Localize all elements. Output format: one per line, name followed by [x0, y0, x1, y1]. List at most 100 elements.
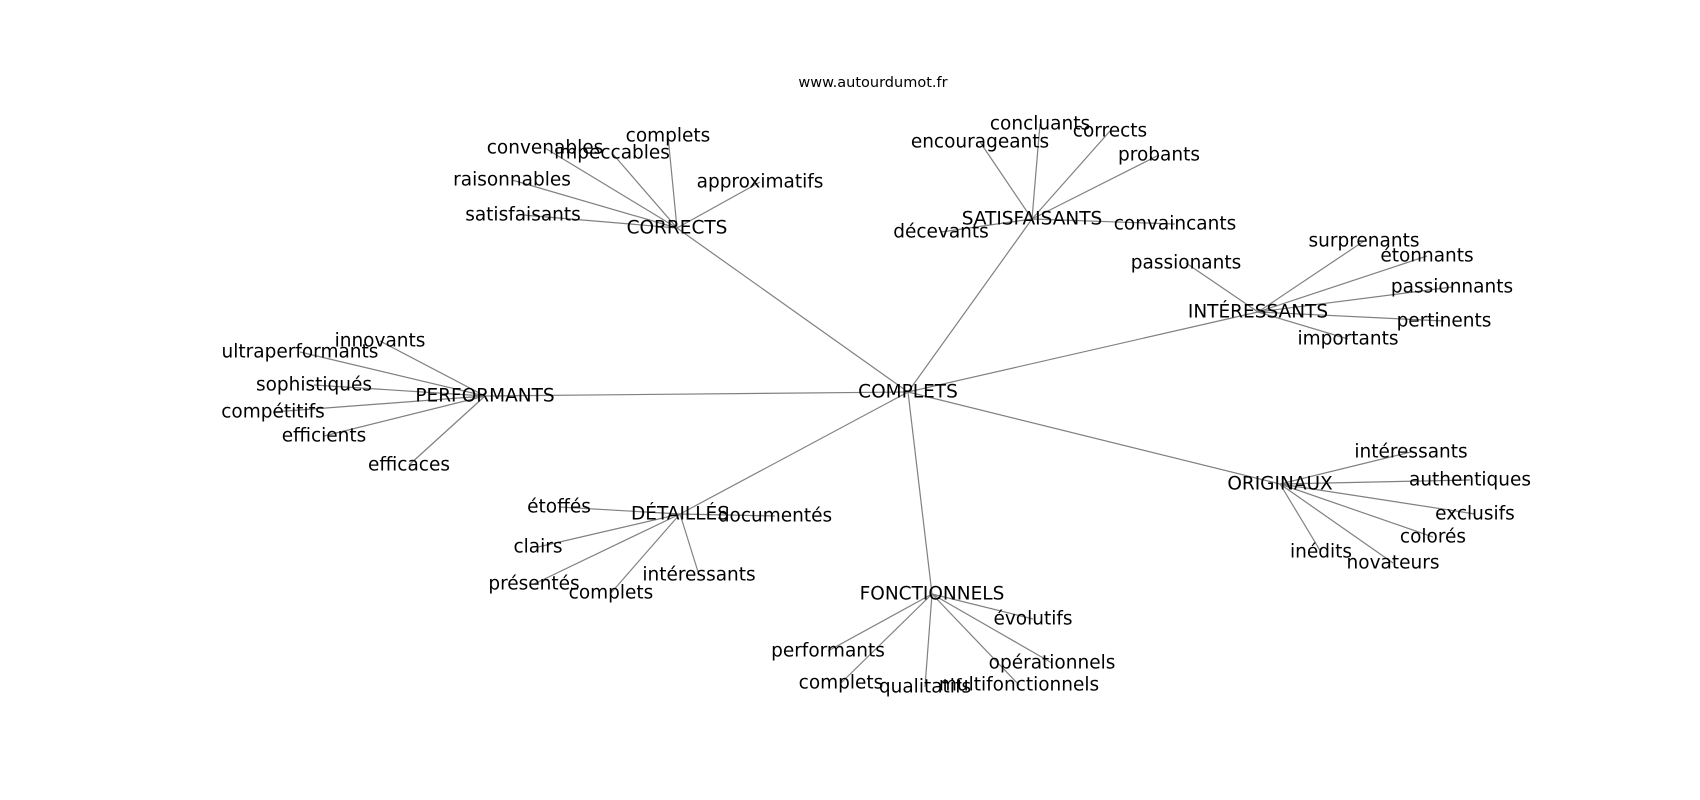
- edge-satisfaisants-corrects: [1031, 130, 1111, 220]
- hub-node-originaux: ORIGINAUX: [1227, 474, 1333, 495]
- edge-center-detailles: [679, 391, 909, 515]
- hub-node-interessants: INTÉRESSANTS: [1188, 301, 1328, 323]
- edge-originaux-exclusifs: [1279, 483, 1476, 515]
- graph-labels: COMPLETSCORRECTSconvenablesimpeccablesco…: [221, 114, 1531, 698]
- leaf-node-satisfaisants: satisfaisants: [465, 205, 581, 226]
- edge-detailles-interessants: [679, 513, 700, 576]
- leaf-node-ultraperformants: ultraperformants: [222, 342, 379, 363]
- edge-interessants-passionnants: [1257, 286, 1453, 313]
- edge-center-fonctionnels: [907, 391, 933, 595]
- hub-node-performants: PERFORMANTS: [415, 386, 554, 407]
- leaf-node-inedits: inédits: [1290, 542, 1352, 563]
- edge-center-originaux: [907, 391, 1281, 485]
- leaf-node-decevants: décevants: [893, 222, 989, 243]
- leaf-node-performants: performants: [771, 641, 885, 662]
- graph-edges: [272, 123, 1476, 688]
- leaf-node-efficients: efficients: [282, 426, 367, 447]
- leaf-node-convenables: convenables: [487, 138, 604, 159]
- leaf-node-passionants: passionants: [1131, 253, 1242, 274]
- edge-detailles-documentes: [679, 513, 776, 517]
- edge-originaux-authentiques: [1279, 479, 1471, 485]
- edge-interessants-etonnants: [1257, 255, 1428, 313]
- leaf-node-evolutifs: évolutifs: [993, 609, 1072, 630]
- edge-fonctionnels-performants: [827, 593, 933, 652]
- leaf-node-passionnants: passionnants: [1391, 277, 1513, 298]
- edge-performants-competitifs: [272, 395, 486, 413]
- leaf-node-etoffes: étoffés: [527, 497, 591, 518]
- edge-satisfaisants-encourageants: [979, 141, 1033, 220]
- edge-originaux-colores: [1279, 483, 1434, 538]
- site-url: www.autourdumot.fr: [798, 75, 947, 91]
- edge-center-interessants: [907, 311, 1259, 393]
- edge-corrects-convenables: [544, 147, 678, 229]
- edge-fonctionnels-qualitatifs: [924, 593, 933, 688]
- edge-performants-ultraperformants: [299, 351, 486, 397]
- leaf-node-impeccables: impeccables: [554, 143, 670, 164]
- leaf-node-concluants: concluants: [990, 114, 1090, 135]
- edge-satisfaisants-probants: [1031, 154, 1160, 220]
- leaf-node-colores: colorés: [1400, 527, 1466, 548]
- edge-performants-efficients: [323, 395, 486, 437]
- edge-corrects-raisonnables: [511, 179, 678, 229]
- edge-detailles-clairs: [537, 513, 681, 548]
- edge-satisfaisants-convaincants: [1031, 218, 1176, 225]
- edge-center-satisfaisants: [907, 218, 1033, 393]
- leaf-node-competitifs: compétitifs: [221, 402, 325, 423]
- edge-performants-innovants: [379, 340, 486, 397]
- leaf-node-presentes: présentés: [488, 574, 579, 595]
- edge-satisfaisants-concluants: [1031, 123, 1041, 220]
- leaf-node-raisonnables: raisonnables: [453, 170, 571, 191]
- leaf-node-etonnants: étonnants: [1380, 246, 1473, 267]
- edge-interessants-importants: [1257, 311, 1349, 340]
- edge-corrects-approximatifs: [676, 181, 761, 229]
- leaf-node-complets: complets: [799, 673, 884, 694]
- leaf-node-innovants: innovants: [335, 331, 426, 352]
- leaf-node-importants: importants: [1297, 329, 1398, 350]
- leaf-node-documentes: documentés: [718, 506, 832, 527]
- edge-corrects-complets: [667, 135, 678, 229]
- edge-fonctionnels-evolutifs: [931, 593, 1034, 620]
- edge-performants-efficaces: [408, 395, 486, 466]
- edge-fonctionnels-operationnels: [931, 593, 1053, 664]
- edge-detailles-complets: [610, 513, 681, 594]
- leaf-node-corrects: corrects: [1073, 121, 1147, 142]
- leaf-node-probants: probants: [1118, 145, 1200, 166]
- leaf-node-complets: complets: [569, 583, 654, 604]
- leaf-node-interessants: intéressants: [642, 565, 755, 586]
- leaf-node-convaincants: convaincants: [1114, 214, 1237, 235]
- leaf-node-efficaces: efficaces: [368, 455, 450, 476]
- leaf-node-interessants: intéressants: [1354, 442, 1467, 463]
- leaf-node-novateurs: novateurs: [1347, 553, 1440, 574]
- leaf-node-sophistiques: sophistiqués: [256, 375, 372, 396]
- edge-detailles-presentes: [533, 513, 681, 585]
- edge-fonctionnels-multifonctionnels: [931, 593, 1020, 686]
- edge-corrects-satisfaisants: [522, 214, 678, 229]
- leaf-node-pertinents: pertinents: [1397, 311, 1492, 332]
- leaf-node-encourageants: encourageants: [911, 132, 1049, 153]
- edge-satisfaisants-decevants: [940, 218, 1033, 233]
- edge-originaux-interessants: [1279, 451, 1412, 485]
- leaf-node-approximatifs: approximatifs: [697, 172, 824, 193]
- leaf-node-clairs: clairs: [513, 537, 562, 558]
- edge-originaux-inedits: [1279, 483, 1322, 553]
- edge-fonctionnels-complets: [840, 593, 933, 684]
- leaf-node-qualitatifs: qualitatifs: [879, 677, 971, 698]
- hub-node-satisfaisants: SATISFAISANTS: [962, 209, 1102, 230]
- hub-node-detailles: DÉTAILLÉS: [631, 503, 729, 525]
- leaf-node-exclusifs: exclusifs: [1435, 504, 1515, 525]
- leaf-node-surprenants: surprenants: [1309, 231, 1420, 252]
- edge-center-corrects: [676, 227, 909, 393]
- edge-detailles-etoffes: [558, 506, 681, 515]
- edge-originaux-novateurs: [1279, 483, 1394, 564]
- edge-center-performants: [484, 391, 909, 397]
- leaf-node-multifonctionnels: multifonctionnels: [939, 675, 1099, 696]
- edge-corrects-impeccables: [611, 152, 678, 229]
- edge-performants-sophistiques: [313, 384, 486, 397]
- edge-interessants-surprenants: [1257, 240, 1365, 313]
- center-node: COMPLETS: [858, 382, 958, 403]
- leaf-node-authentiques: authentiques: [1409, 470, 1531, 491]
- hub-node-fonctionnels: FONCTIONNELS: [860, 584, 1005, 605]
- edge-interessants-pertinents: [1257, 311, 1445, 322]
- leaf-node-complets: complets: [626, 126, 711, 147]
